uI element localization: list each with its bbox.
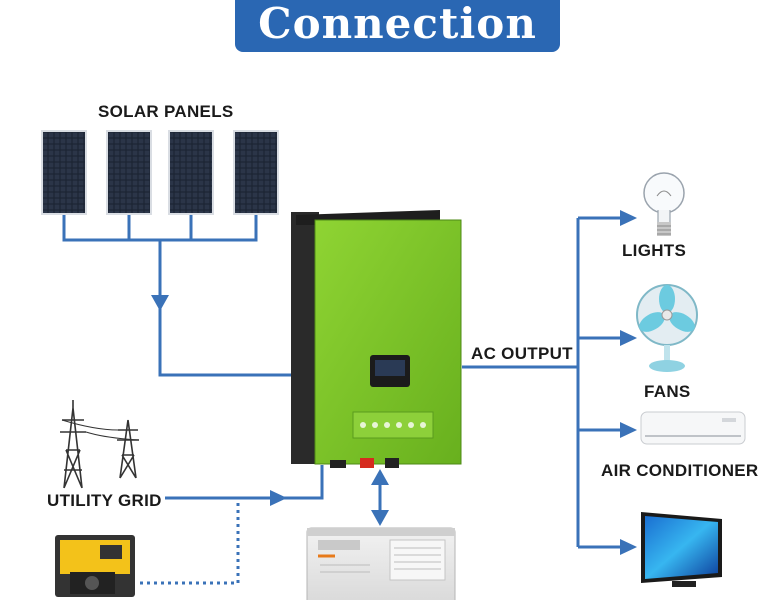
inverter-icon [291,210,462,468]
arrow-right-icon [620,330,637,346]
arrow-up-icon [371,469,389,485]
light-bulb-icon [643,172,685,236]
utility-grid-label: UTILITY GRID [47,491,162,510]
battery-icon [306,527,456,600]
solar-panel-icon [106,130,152,215]
title-banner: Connection [235,0,560,52]
arrow-down-icon [151,295,169,311]
lights-label: LIGHTS [622,241,687,260]
solar-panel-icon [233,130,279,215]
arrow-down-icon [371,510,389,526]
fan-icon [636,284,698,372]
page-title: Connection [258,0,537,48]
solar-panel-icon [168,130,214,215]
air-conditioner-icon [640,411,746,445]
arrow-right-icon [620,539,637,555]
arrow-right-icon [620,210,637,226]
generator-icon [55,535,135,597]
transmission-tower-icon [60,400,140,489]
arrow-right-icon [620,422,637,438]
ac-output-label: AC OUTPUT [471,344,573,363]
arrowheads [151,210,637,555]
solar-panels-label: SOLAR PANELS [98,102,234,121]
arrow-right-icon [270,490,287,506]
fans-label: FANS [644,382,691,401]
air-conditioner-label: AIR CONDITIONER [601,461,759,480]
connection-lines [62,215,620,585]
television-icon [641,512,722,587]
solar-panel-icon [41,130,87,215]
